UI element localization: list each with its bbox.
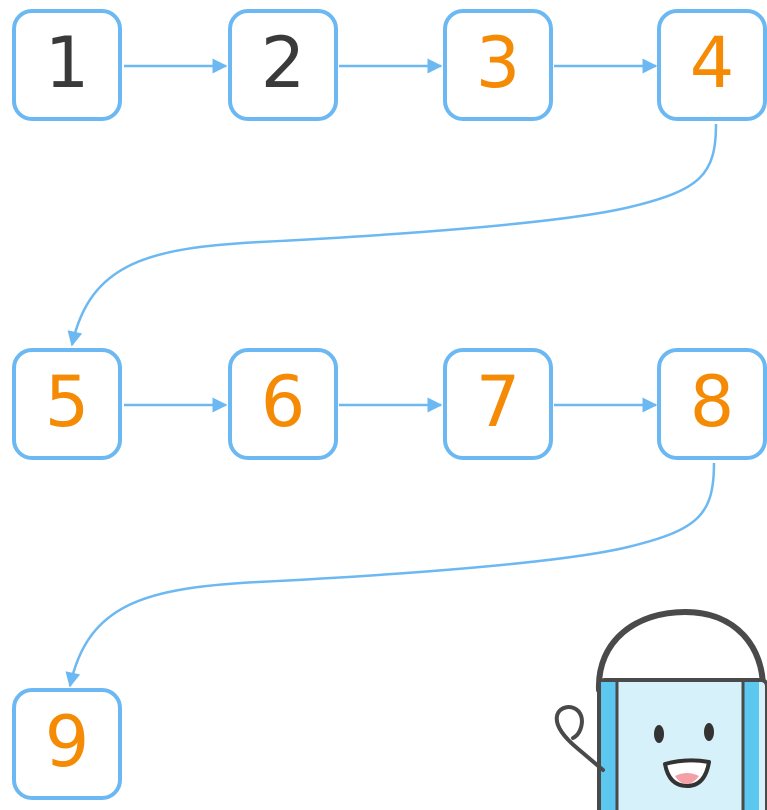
- mascot-right-stripe: [743, 682, 759, 810]
- mascot-left-eye: [654, 725, 664, 743]
- step-4-box[interactable]: 4: [657, 9, 767, 121]
- step-5-number: 5: [45, 367, 90, 437]
- step-3-box[interactable]: 3: [443, 9, 553, 121]
- step-2-number: 2: [261, 28, 306, 98]
- step-6-number: 6: [261, 367, 306, 437]
- step-9-number: 9: [45, 707, 90, 777]
- step-9-box[interactable]: 9: [12, 688, 122, 800]
- step-2-box[interactable]: 2: [228, 9, 338, 121]
- step-7-box[interactable]: 7: [443, 348, 553, 460]
- step-6-box[interactable]: 6: [228, 348, 338, 460]
- mascot-waving-arm: [557, 707, 603, 770]
- step-8-box[interactable]: 8: [657, 348, 767, 460]
- step-7-number: 7: [476, 367, 521, 437]
- arrow-4-to-5: [72, 124, 716, 345]
- step-1-number: 1: [45, 28, 90, 98]
- waving-robot-mascot-icon: [537, 600, 767, 810]
- step-8-number: 8: [690, 367, 735, 437]
- step-5-box[interactable]: 5: [12, 348, 122, 460]
- step-1-box[interactable]: 1: [12, 9, 122, 121]
- step-3-number: 3: [476, 28, 521, 98]
- step-4-number: 4: [690, 28, 735, 98]
- mascot-right-eye: [704, 723, 714, 741]
- mascot-left-stripe: [601, 682, 617, 810]
